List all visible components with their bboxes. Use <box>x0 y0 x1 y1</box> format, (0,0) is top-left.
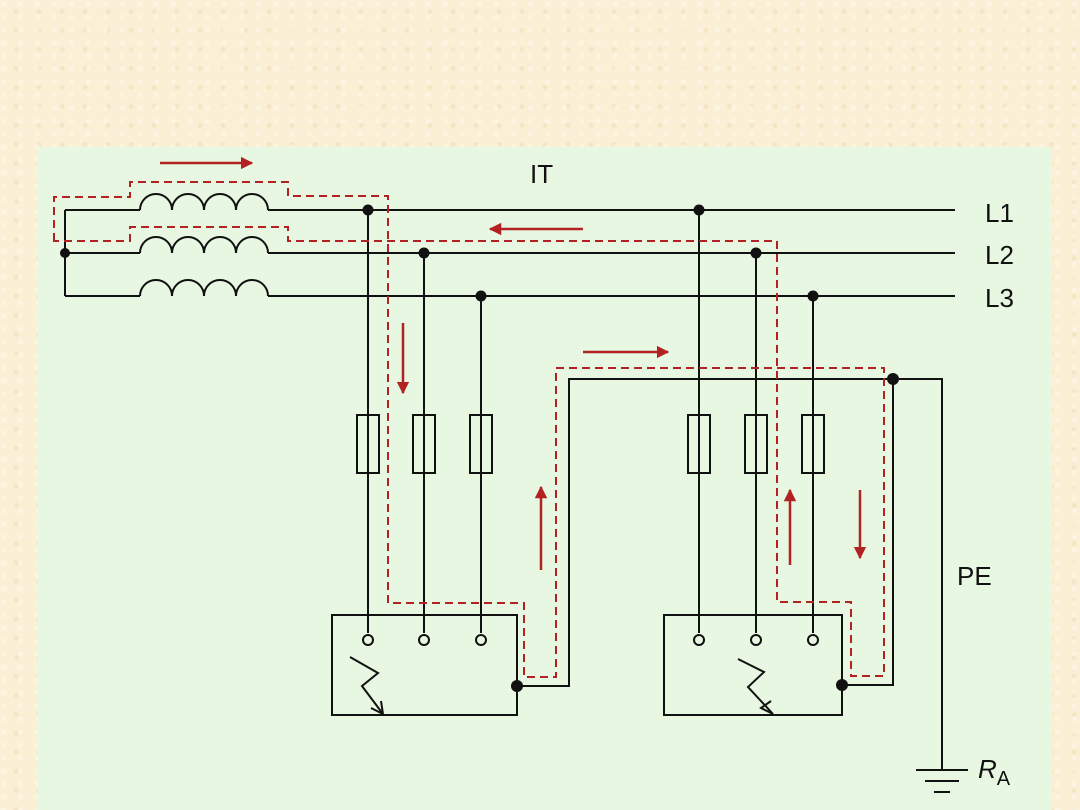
current-arrows <box>160 156 867 570</box>
transformer-windings <box>64 193 269 297</box>
fault-current-path <box>53 181 885 678</box>
label-l2: L2 <box>985 240 1014 270</box>
winding-l2 <box>139 236 269 254</box>
device-1 <box>331 614 518 716</box>
device-1-conductors <box>367 210 482 633</box>
ground-label: RA <box>978 754 1011 790</box>
winding-l1 <box>139 193 269 211</box>
phase-lines <box>268 209 955 297</box>
diagram-title: IT <box>530 159 553 189</box>
diagram-panel <box>38 147 1052 810</box>
pe-conductor <box>517 378 968 793</box>
ground-label-r: R <box>978 754 997 784</box>
pe-label: PE <box>957 561 992 591</box>
fault-symbol-1 <box>349 656 384 715</box>
ground-label-sub: A <box>997 768 1011 790</box>
winding-l3 <box>139 279 269 297</box>
junction-dots <box>60 204 899 692</box>
star-point-bus <box>64 209 140 297</box>
fuses <box>356 414 825 474</box>
label-l1: L1 <box>985 198 1014 228</box>
label-l3: L3 <box>985 283 1014 313</box>
fault-symbol-2 <box>737 658 774 715</box>
device-2 <box>663 614 843 716</box>
device-2-conductors <box>698 210 814 633</box>
